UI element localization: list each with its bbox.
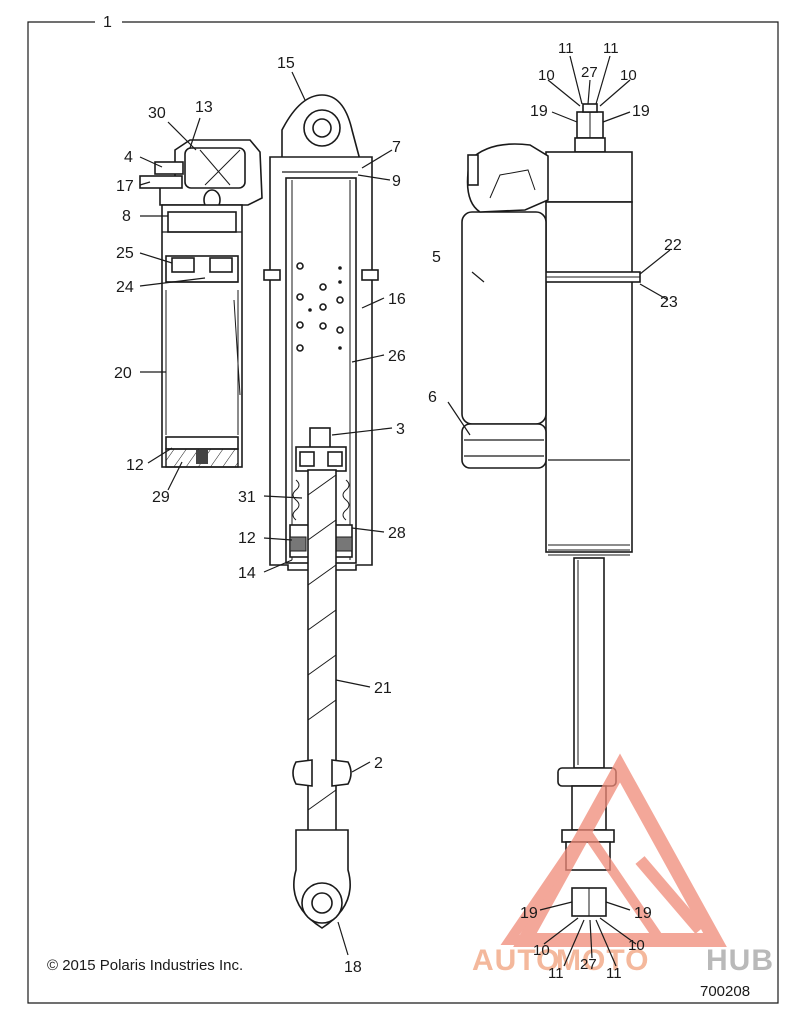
callout-23: 23 — [660, 294, 678, 311]
callout-21: 21 — [374, 680, 392, 697]
callout-10c: 10 — [533, 942, 550, 959]
exterior-shock — [461, 103, 641, 917]
main-shock-cutaway — [263, 94, 379, 929]
callout-14: 14 — [238, 565, 256, 582]
callout-7: 7 — [392, 139, 401, 156]
callout-26: 26 — [388, 348, 406, 365]
border-frame — [27, 21, 779, 1004]
callout-4: 4 — [124, 149, 133, 166]
callout-10d: 10 — [628, 937, 645, 954]
callout-5: 5 — [432, 249, 441, 266]
shaft-hatching — [307, 474, 337, 856]
callout-28: 28 — [388, 525, 406, 542]
callout-27b: 27 — [580, 956, 597, 973]
callout-24: 24 — [116, 279, 134, 296]
callout-9: 9 — [392, 173, 401, 190]
callout-11c: 11 — [548, 965, 564, 982]
callout-18: 18 — [344, 959, 362, 976]
callout-10a: 10 — [538, 67, 555, 84]
svg-text:AUTO: AUTO — [472, 944, 560, 977]
watermark-text: AUTO MOTO HUB — [472, 944, 774, 977]
callout-20: 20 — [114, 365, 132, 382]
watermark-logo — [500, 753, 727, 947]
callout-19a: 19 — [530, 103, 548, 120]
callout-10b: 10 — [620, 67, 637, 84]
callout-22: 22 — [664, 237, 682, 254]
leader-lines — [139, 55, 671, 967]
callout-3: 3 — [396, 421, 405, 438]
callout-12b: 12 — [238, 530, 256, 547]
callout-13: 13 — [195, 99, 213, 116]
callout-12a: 12 — [126, 457, 144, 474]
callout-19b: 19 — [632, 103, 650, 120]
callout-15: 15 — [277, 55, 295, 72]
callout-30: 30 — [148, 105, 166, 122]
reservoir-cutaway — [139, 139, 263, 468]
document-number: 700208 — [700, 983, 750, 1000]
callout-29: 29 — [152, 489, 170, 506]
callout-8: 8 — [122, 208, 131, 225]
callout-2: 2 — [374, 755, 383, 772]
callout-31: 31 — [238, 489, 256, 506]
callout-labels: 30 13 4 17 8 25 24 20 12 29 15 7 9 16 26… — [114, 40, 682, 982]
callout-11a: 11 — [558, 40, 574, 57]
callout-11b: 11 — [603, 40, 619, 57]
callout-16: 16 — [388, 291, 406, 308]
assembly-callout: 1 — [103, 14, 112, 31]
copyright-text: © 2015 Polaris Industries Inc. — [47, 957, 243, 974]
bypass-holes — [296, 262, 344, 352]
callout-19c: 19 — [520, 905, 538, 922]
callout-27a: 27 — [581, 64, 598, 81]
svg-text:HUB: HUB — [706, 944, 774, 977]
callout-25: 25 — [116, 245, 134, 262]
callout-19d: 19 — [634, 905, 652, 922]
callout-17: 17 — [116, 178, 134, 195]
callout-6: 6 — [428, 389, 437, 406]
callout-11d: 11 — [606, 965, 622, 982]
